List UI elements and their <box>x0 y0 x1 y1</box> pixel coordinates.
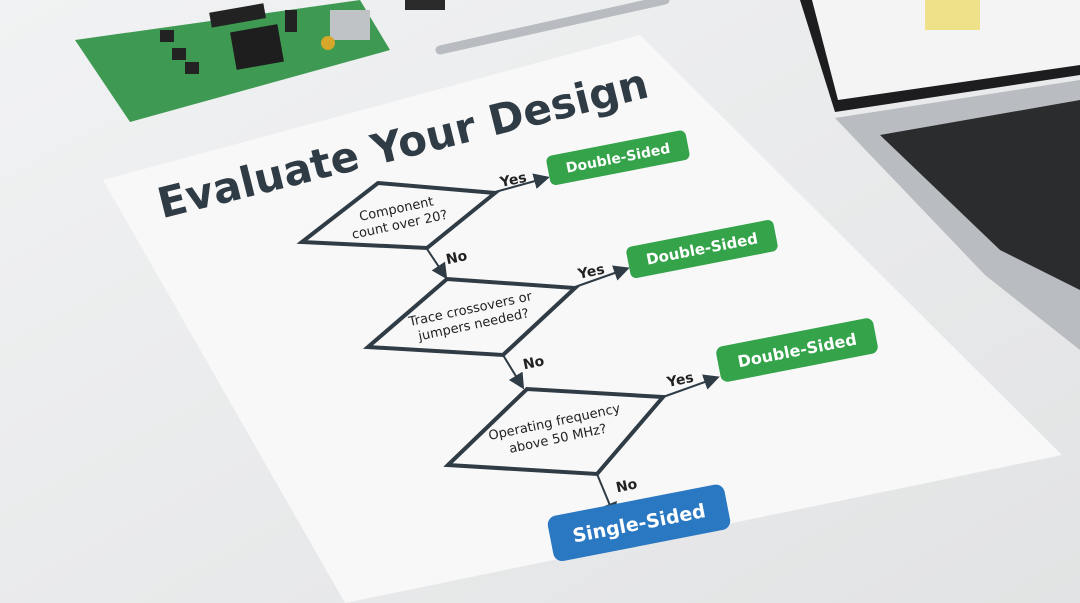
yes-label-2: Yes <box>576 262 606 283</box>
pen-image <box>405 0 670 55</box>
no-label-3: No <box>615 476 640 496</box>
no-arrow-1 <box>426 248 448 280</box>
decision-diamond-2 <box>362 276 580 358</box>
yes-arrow-1 <box>494 173 550 193</box>
result-box-1: Double-Sided <box>546 130 690 186</box>
yes-arrow-2 <box>574 265 630 288</box>
decision-diamond-1 <box>296 180 501 251</box>
no-label-1: No <box>445 248 470 268</box>
laptop-image <box>800 0 1080 350</box>
pcb-board-image <box>75 0 390 122</box>
yes-label-3: Yes <box>665 370 695 391</box>
yes-label-1: Yes <box>498 170 528 191</box>
paper-sheet <box>103 35 1062 603</box>
yes-arrow-3 <box>662 374 720 398</box>
no-label-2: No <box>522 353 547 373</box>
no-arrow-2 <box>502 354 525 390</box>
